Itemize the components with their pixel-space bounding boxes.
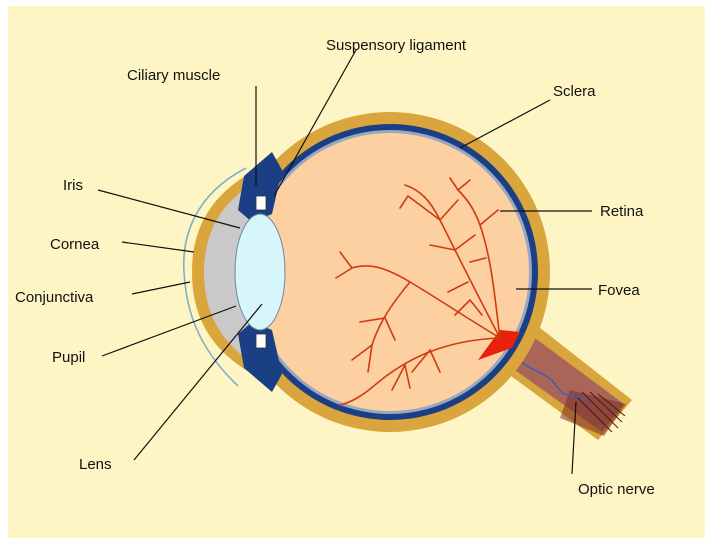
label-ciliary-muscle: Ciliary muscle (127, 67, 220, 84)
label-sclera: Sclera (553, 83, 596, 100)
label-iris: Iris (63, 177, 83, 194)
label-pupil: Pupil (52, 349, 85, 366)
label-cornea: Cornea (50, 236, 100, 253)
label-optic-nerve: Optic nerve (578, 481, 655, 498)
label-retina: Retina (600, 203, 644, 220)
lens (235, 214, 285, 330)
label-fovea: Fovea (598, 282, 640, 299)
label-conjunctiva: Conjunctiva (15, 289, 94, 306)
label-lens: Lens (79, 456, 112, 473)
label-suspensory-ligament: Suspensory ligament (326, 37, 467, 54)
